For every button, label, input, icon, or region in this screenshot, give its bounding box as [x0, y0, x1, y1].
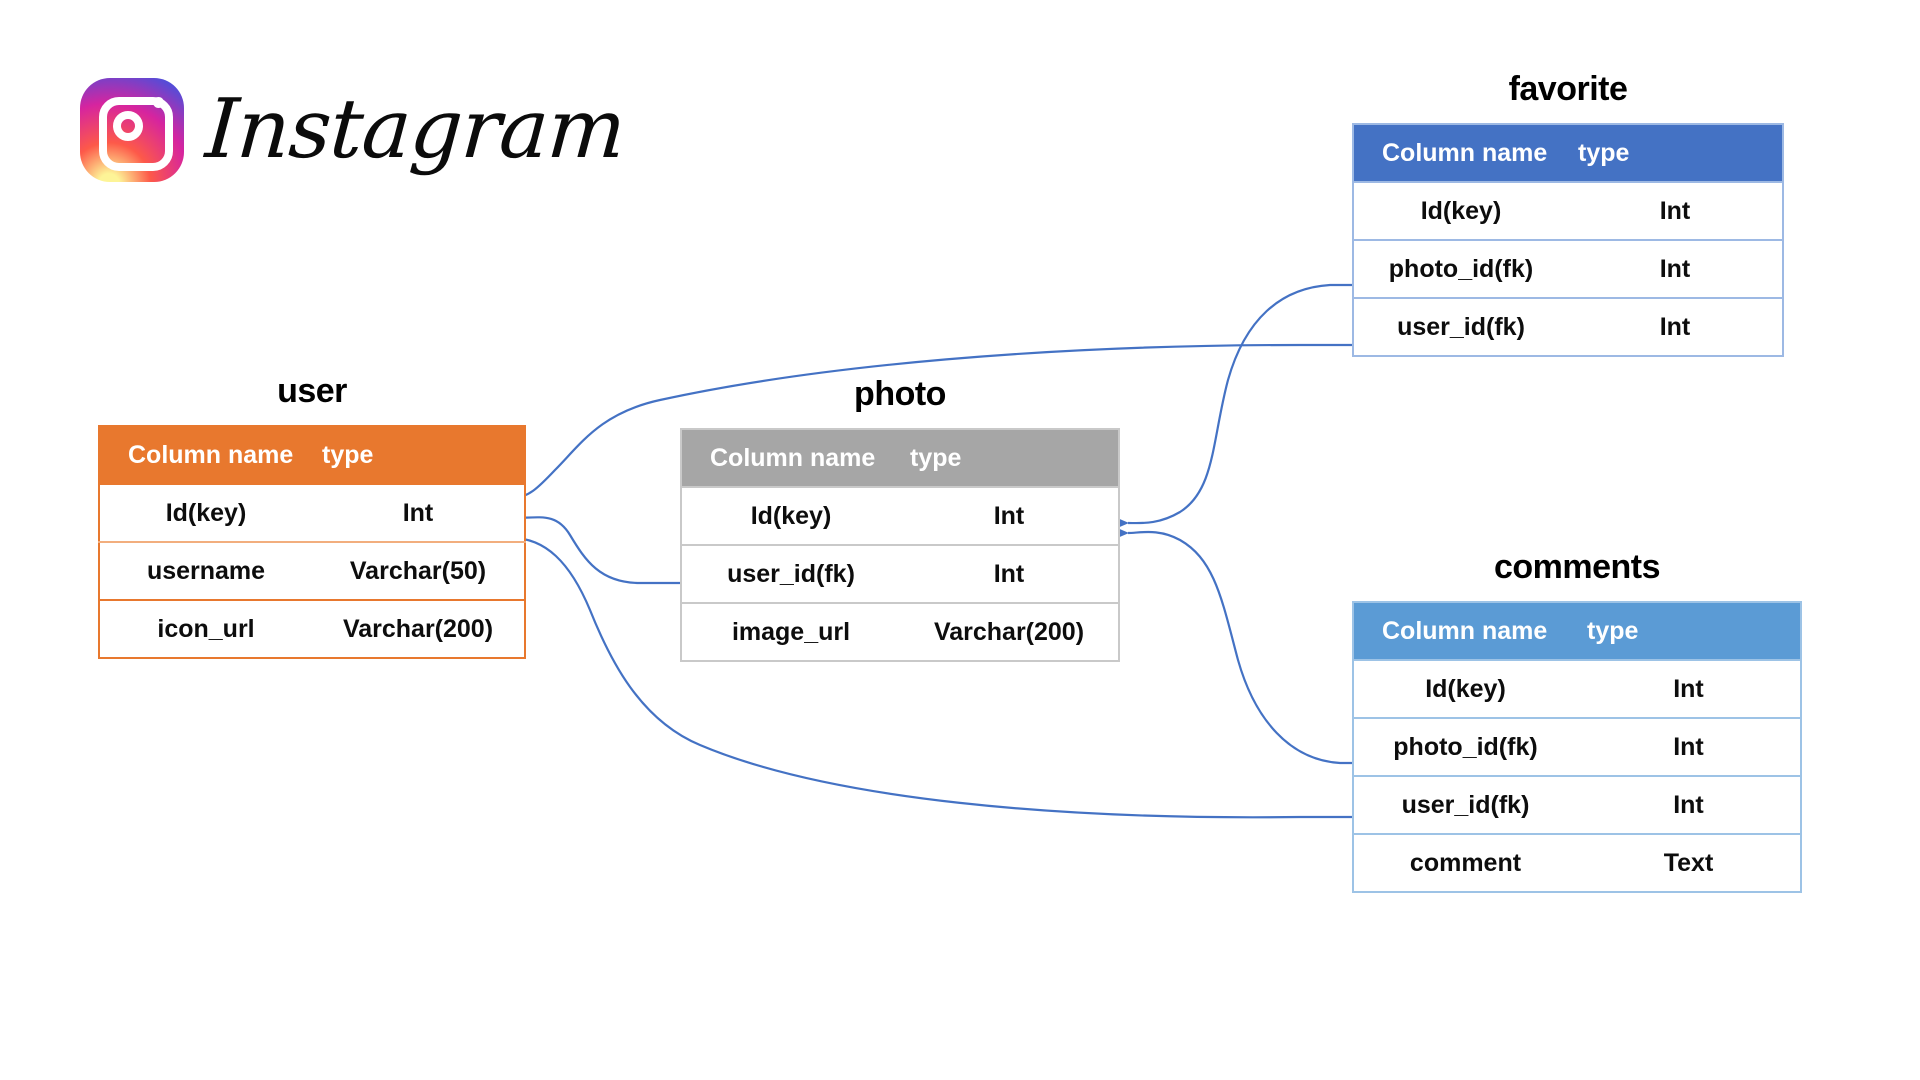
cell-type: Int	[1568, 297, 1783, 356]
cell-type: Int	[1577, 775, 1801, 834]
table-row: user_id(fk) Int	[1353, 297, 1783, 356]
table-comments: Column name type Id(key) Int photo_id(fk…	[1352, 601, 1802, 893]
entity-table-favorite: favorite Column name type Id(key) Int ph…	[1352, 70, 1784, 357]
header-type: type	[312, 426, 525, 484]
table-row: Id(key) Int	[1353, 181, 1783, 240]
table-row: user_id(fk) Int	[681, 544, 1119, 603]
table-row: Id(key) Int	[99, 483, 525, 542]
cell-column-name: Id(key)	[681, 486, 900, 545]
table-title-favorite: favorite	[1508, 70, 1628, 108]
relationship-photo-user	[498, 512, 680, 585]
header-column-name: Column name	[1353, 124, 1568, 182]
cell-type: Int	[1577, 659, 1801, 718]
cell-column-name: Id(key)	[99, 483, 312, 542]
table-photo: Column name type Id(key) Int user_id(fk)…	[680, 428, 1120, 662]
cell-column-name: photo_id(fk)	[1353, 239, 1568, 298]
cell-type: Int	[900, 486, 1119, 545]
table-favorite: Column name type Id(key) Int photo_id(fk…	[1352, 123, 1784, 357]
header-column-name: Column name	[99, 426, 312, 484]
relationship-favorite-photo	[1114, 283, 1384, 529]
table-row: icon_url Varchar(200)	[99, 599, 525, 658]
header-type: type	[1577, 602, 1801, 660]
table-row: photo_id(fk) Int	[1353, 239, 1783, 298]
cell-column-name: image_url	[681, 602, 900, 661]
entity-table-photo: photo Column name type Id(key) Int user_…	[680, 375, 1120, 662]
cell-column-name: user_id(fk)	[1353, 775, 1577, 834]
brand-wordmark: Instagram	[202, 82, 628, 177]
cell-column-name: icon_url	[99, 599, 312, 658]
cell-type: Text	[1577, 833, 1801, 892]
table-title-photo: photo	[854, 375, 946, 413]
cell-column-name: Id(key)	[1353, 659, 1577, 718]
table-header-row: Column name type	[1353, 124, 1783, 182]
entity-table-comments: comments Column name type Id(key) Int ph…	[1352, 548, 1802, 893]
camera-lens-shape	[113, 111, 143, 141]
cell-column-name: username	[99, 541, 312, 600]
cell-type: Varchar(200)	[900, 602, 1119, 661]
cell-column-name: comment	[1353, 833, 1577, 892]
header-type: type	[900, 429, 1119, 487]
table-title-user: user	[277, 372, 347, 410]
table-title-comments: comments	[1493, 548, 1661, 586]
table-row: Id(key) Int	[681, 486, 1119, 545]
header-column-name: Column name	[681, 429, 900, 487]
table-row: user_id(fk) Int	[1353, 775, 1801, 834]
cell-column-name: user_id(fk)	[1353, 297, 1568, 356]
cell-column-name: Id(key)	[1353, 181, 1568, 240]
cell-column-name: user_id(fk)	[681, 544, 900, 603]
cell-type: Int	[312, 483, 525, 542]
cell-type: Int	[1568, 239, 1783, 298]
entity-table-user: user Column name type Id(key) Int userna…	[98, 372, 526, 659]
table-user: Column name type Id(key) Int username Va…	[98, 425, 526, 659]
camera-flash-dot	[153, 97, 164, 108]
cell-type: Int	[900, 544, 1119, 603]
table-header-row: Column name type	[99, 426, 525, 484]
table-row: image_url Varchar(200)	[681, 602, 1119, 661]
cell-type: Varchar(200)	[312, 599, 525, 658]
cell-type: Int	[1568, 181, 1783, 240]
camera-body-shape	[99, 97, 173, 171]
instagram-camera-icon	[80, 78, 184, 182]
instagram-logo: Instagram	[80, 78, 628, 182]
cell-type: Varchar(50)	[312, 541, 525, 600]
table-header-row: Column name type	[1353, 602, 1801, 660]
header-type: type	[1568, 124, 1783, 182]
table-row: comment Text	[1353, 833, 1801, 892]
cell-column-name: photo_id(fk)	[1353, 717, 1577, 776]
table-row: Id(key) Int	[1353, 659, 1801, 718]
table-header-row: Column name type	[681, 429, 1119, 487]
relationship-comments-photo	[1114, 527, 1388, 765]
table-row: username Varchar(50)	[99, 541, 525, 600]
cell-type: Int	[1577, 717, 1801, 776]
table-row: photo_id(fk) Int	[1353, 717, 1801, 776]
header-column-name: Column name	[1353, 602, 1577, 660]
